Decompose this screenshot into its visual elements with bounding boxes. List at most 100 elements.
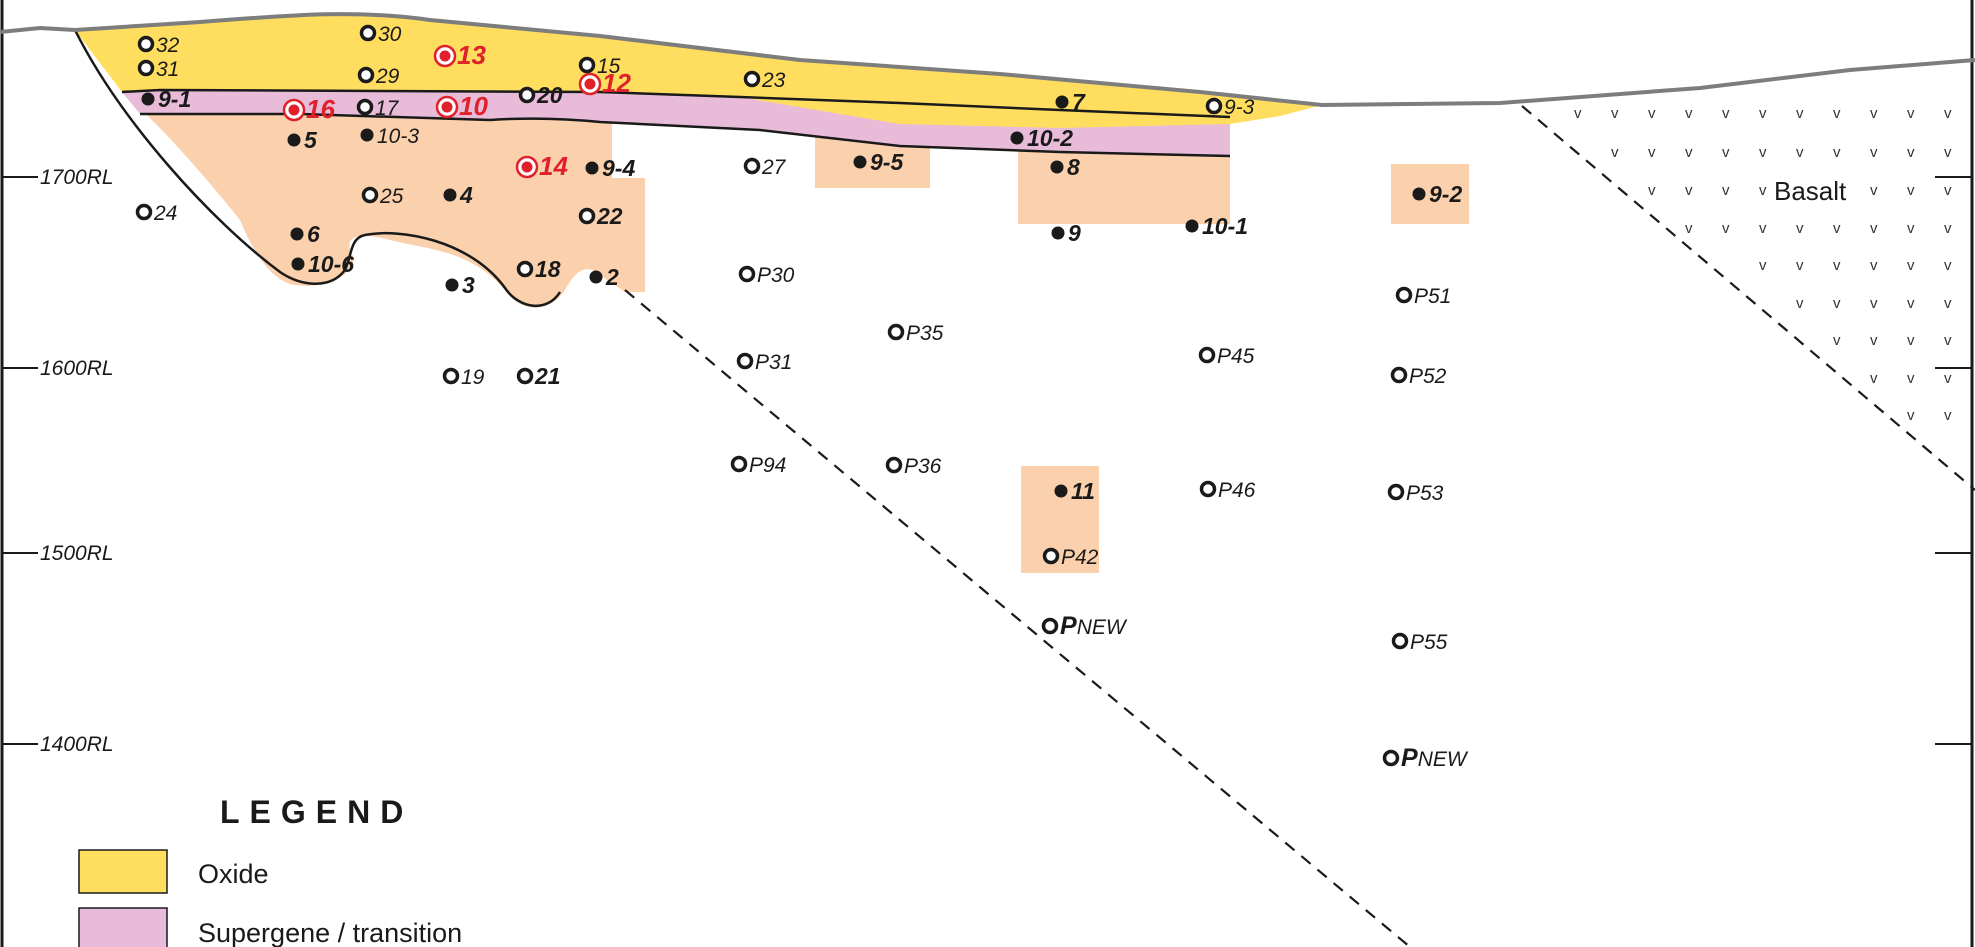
drill-hole-marker [730,455,748,473]
basalt-v-mark: v [1685,182,1693,199]
drill-hole-label: 10-6 [308,251,354,277]
basalt-v-mark: v [1944,182,1952,199]
drill-hole-6: 6 [290,221,320,247]
drill-hole-marker [578,207,596,225]
drill-hole-p52: P52 [1390,365,1447,388]
drill-hole-marker [1382,749,1400,767]
drill-hole-label: 30 [378,23,402,46]
basalt-v-mark: v [1796,295,1804,312]
oxide-base-contact [121,88,1231,119]
drill-hole-label: 2 [605,264,619,290]
drill-hole-label: 13 [457,40,486,70]
drill-hole-marker [518,86,536,104]
drill-hole-11: 11 [1054,478,1095,504]
drill-hole-marker [516,260,534,278]
drill-hole-p42: P42 [1042,546,1099,569]
drill-hole-marker [141,92,155,106]
drill-hole-label: 12 [602,68,631,98]
drill-hole-p31: P31 [736,351,792,374]
drill-hole-12: 12 [578,68,631,98]
basalt-v-mark: v [1833,332,1841,349]
basalt-v-mark: v [1870,182,1878,199]
drill-hole-7: 7 [1055,89,1086,115]
drill-hole-18: 18 [516,256,561,282]
drill-hole-label: 32 [156,34,180,57]
rl-label-1600: 1600RL [40,357,114,380]
drill-hole-label: 19 [461,366,485,389]
drill-hole-13: 13 [433,40,486,70]
drill-hole-label: 4 [459,182,473,208]
drill-hole-marker [360,128,374,142]
drill-hole-pnew: PNEW [1382,744,1469,772]
basalt-v-mark: v [1648,182,1656,199]
drill-hole-9-5: 9-5 [853,149,904,175]
basalt-v-mark: v [1796,105,1804,122]
legend-swatch-oxide [78,849,168,894]
drill-hole-label: P51 [1414,285,1451,308]
drill-hole-label: 16 [306,94,335,124]
drill-hole-label: 11 [1071,478,1095,504]
drill-hole-9-4: 9-4 [585,155,635,181]
drill-hole-marker [135,203,153,221]
basalt-contact-dashed [1521,105,1975,491]
drill-hole-marker-core [439,50,451,62]
drill-hole-10-3: 10-3 [360,125,419,148]
drill-hole-24: 24 [135,202,177,225]
basalt-v-mark: v [1870,370,1878,387]
drill-hole-label: 10-3 [377,125,419,148]
drill-hole-marker-core [441,101,453,113]
drill-hole-marker [1185,219,1199,233]
drill-hole-marker [743,70,761,88]
supergene-base-contact [140,112,1231,158]
drill-hole-marker [1198,346,1216,364]
basalt-v-mark: v [1722,182,1730,199]
drill-hole-2: 2 [589,264,619,290]
rl-label-1700: 1700RL [40,166,114,189]
drill-hole-label: P52 [1409,365,1447,388]
basalt-v-mark: v [1907,220,1915,237]
basalt-v-mark: v [1907,407,1915,424]
drill-hole-p94: P94 [730,454,786,477]
drill-hole-label: 21 [534,363,561,389]
drill-hole-16: 16 [282,94,335,124]
drill-hole-label: 15 [597,55,621,78]
drill-hole-label: 22 [596,203,623,229]
drill-hole-23: 23 [743,69,786,92]
basalt-v-mark: v [1833,295,1841,312]
basalt-v-mark: v [1833,144,1841,161]
basalt-v-mark: v [1907,182,1915,199]
drill-hole-marker [516,367,534,385]
drill-hole-label: P35 [906,322,944,345]
drill-hole-marker [1055,95,1069,109]
basalt-v-mark: v [1648,105,1656,122]
drill-hole-5: 5 [287,127,318,153]
drill-hole-8: 8 [1050,154,1080,180]
drill-hole-marker [357,66,375,84]
basalt-v-mark: v [1870,332,1878,349]
drill-hole-marker-core [584,78,596,90]
drill-hole-marker [1042,547,1060,565]
basalt-v-mark: v [1944,407,1952,424]
drill-hole-label: PNEW [1401,744,1469,772]
drill-hole-marker [1199,480,1217,498]
drill-hole-label: 29 [375,65,400,88]
drill-hole-label: P46 [1218,479,1256,502]
legend-title: LEGEND [220,794,413,830]
drill-hole-label: 10-2 [1027,125,1073,151]
drill-hole-14: 14 [515,151,568,181]
basalt-v-mark: v [1907,370,1915,387]
main-mineralised-zone [122,92,645,308]
drill-hole-marker [887,323,905,341]
drill-hole-22: 22 [578,203,623,229]
basalt-v-mark: v [1870,295,1878,312]
drill-hole-30: 30 [359,23,402,46]
drill-hole-label: 23 [761,69,786,92]
drill-hole-marker [287,133,301,147]
drill-hole-3: 3 [445,272,475,298]
drill-hole-marker [137,35,155,53]
basalt-v-mark: v [1796,220,1804,237]
drill-hole-label: P53 [1406,482,1444,505]
basalt-v-mark: v [1907,332,1915,349]
drill-hole-label: 6 [307,221,320,247]
